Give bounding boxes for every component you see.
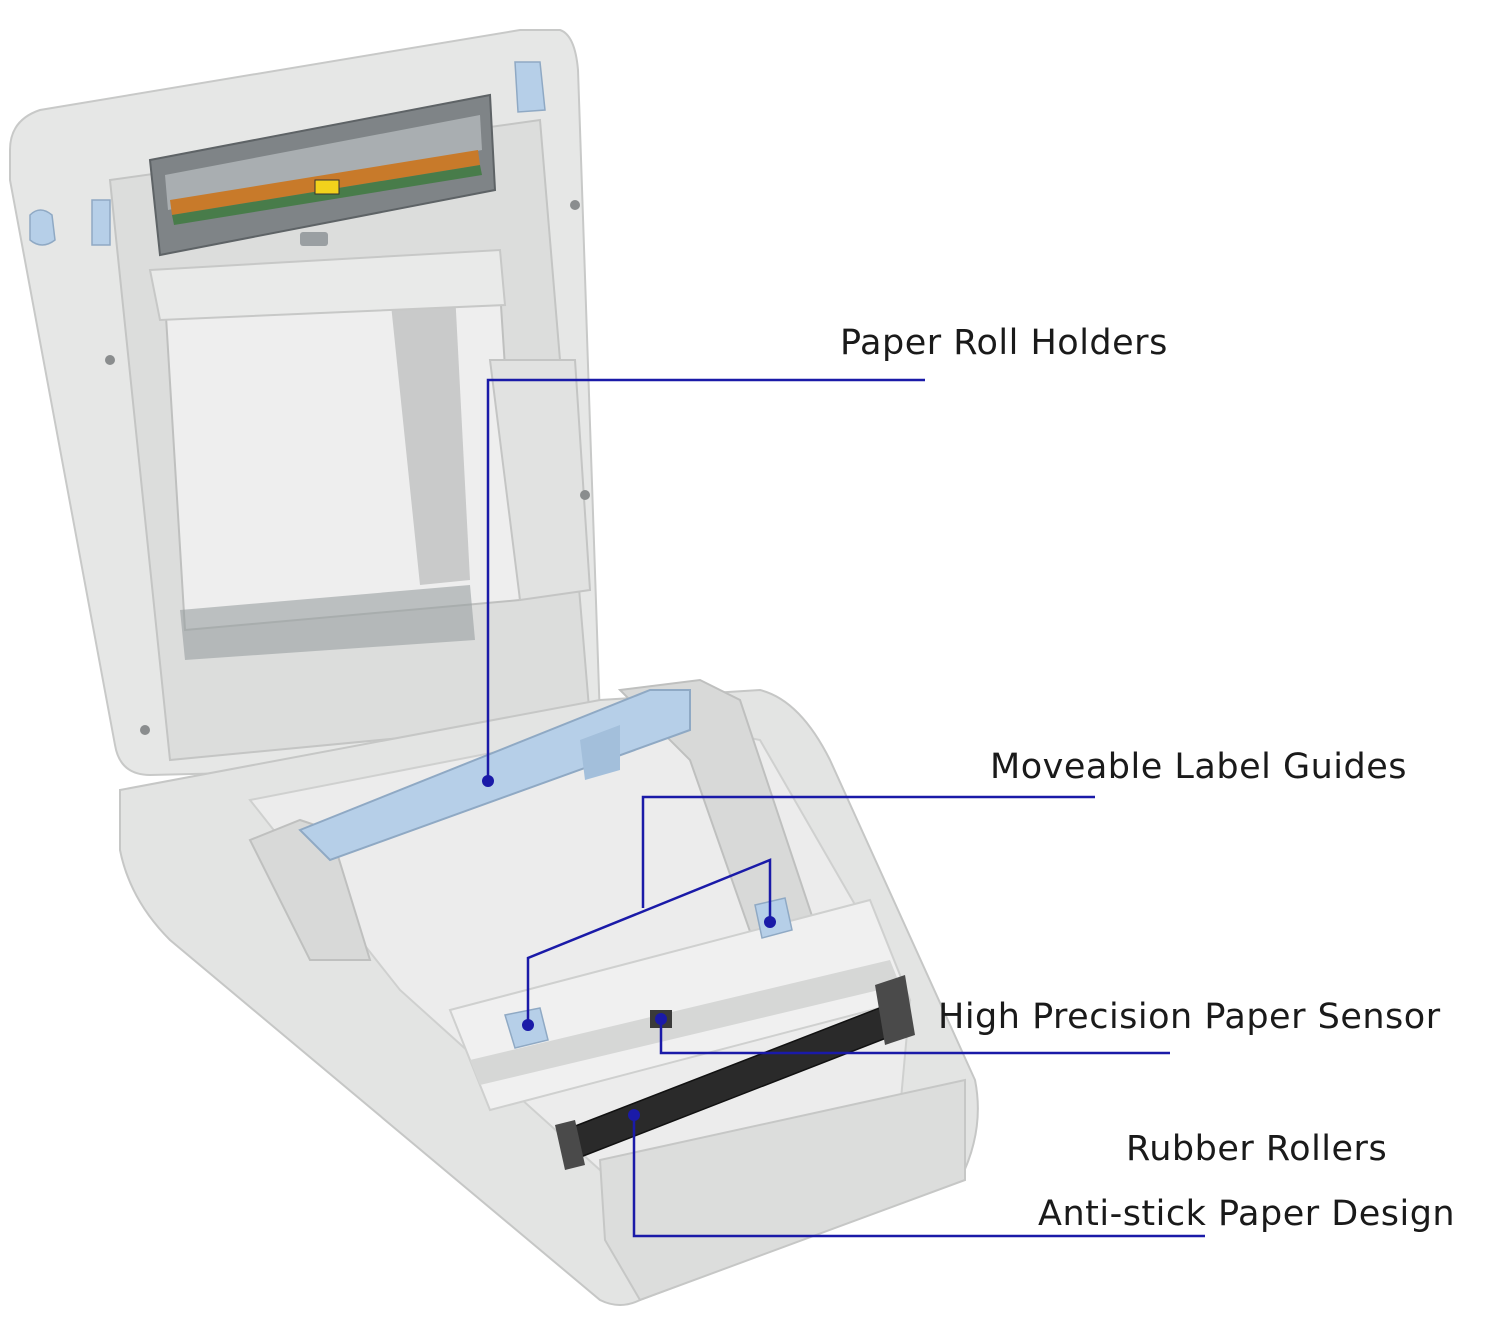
screw-icon — [570, 200, 580, 210]
callout-dot — [522, 1019, 534, 1031]
paper-roll-holder-clip — [580, 725, 620, 780]
callout-dot — [482, 775, 494, 787]
lid-latch-left — [29, 209, 56, 246]
label-moveable-label-guides: Moveable Label Guides — [990, 747, 1407, 787]
leader-line-moveable-label-guides — [641, 795, 1095, 908]
roller-gear-right — [875, 975, 915, 1045]
label-platform — [448, 898, 912, 1112]
leader-line-paper-roll-holders — [486, 378, 925, 781]
lid-latch-left-inner — [91, 199, 111, 246]
label-rubber-rollers: Rubber Rollers — [1126, 1129, 1388, 1169]
label-high-precision-paper-sensor: High Precision Paper Sensor — [938, 997, 1441, 1037]
leader-line-paper-sensor — [659, 1019, 1170, 1055]
screw-icon — [140, 725, 150, 735]
lid-latch-right — [514, 61, 546, 113]
label-paper-roll-holders: Paper Roll Holders — [840, 323, 1168, 363]
screw-icon — [105, 355, 115, 365]
roller-gear-left — [555, 1120, 585, 1170]
screw-icon — [580, 490, 590, 500]
callout-dot — [628, 1109, 640, 1121]
leader-line-rubber-rollers — [632, 1115, 1205, 1238]
callout-dot — [655, 1013, 667, 1025]
callout-dot — [764, 916, 776, 928]
leader-line-label-guide-branches — [526, 858, 772, 1025]
paper-roll-holder-bar — [298, 689, 691, 862]
callout-lines — [482, 378, 1205, 1238]
label-anti-stick-paper-design: Anti-stick Paper Design — [1038, 1194, 1456, 1234]
print-head — [148, 93, 497, 257]
